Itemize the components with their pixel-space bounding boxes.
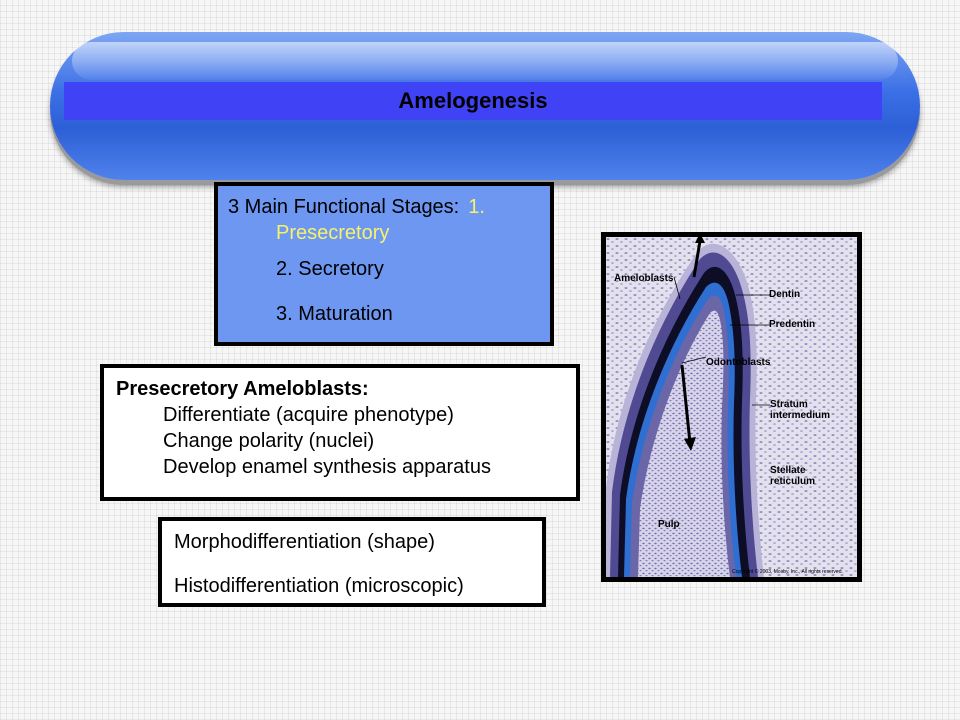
- label-stellate: Stellate: [770, 465, 806, 476]
- micrograph-frame: Ameloblasts Dentin Predentin Odontoblast…: [601, 232, 862, 582]
- histodifferentiation-text: Histodifferentiation (microscopic): [174, 575, 464, 597]
- tooth-germ-micrograph: Ameloblasts Dentin Predentin Odontoblast…: [606, 237, 857, 577]
- differentiation-box: Morphodifferentiation (shape) Histodiffe…: [158, 517, 546, 607]
- label-ameloblasts: Ameloblasts: [614, 273, 674, 284]
- stage-2: 2. Secretory: [276, 258, 384, 280]
- presecretory-item: Develop enamel synthesis apparatus: [163, 456, 491, 478]
- presecretory-heading: Presecretory Ameloblasts:: [116, 378, 369, 400]
- presecretory-ameloblasts-box: Presecretory Ameloblasts: Differentiate …: [100, 364, 580, 501]
- label-pulp: Pulp: [658, 519, 680, 530]
- micrograph-illustration: [606, 237, 857, 577]
- presecretory-item: Change polarity (nuclei): [163, 430, 375, 452]
- label-reticulum: reticulum: [770, 476, 816, 487]
- presecretory-item: Differentiate (acquire phenotype): [163, 404, 454, 426]
- stage-3: 3. Maturation: [276, 303, 393, 325]
- label-dentin: Dentin: [769, 289, 801, 300]
- label-intermedium: intermedium: [770, 410, 831, 421]
- label-stratum: Stratum: [770, 399, 808, 410]
- stages-lead: 3 Main Functional Stages:: [228, 196, 460, 218]
- label-odontoblasts: Odontoblasts: [706, 357, 771, 368]
- slide-title: Amelogenesis: [64, 82, 882, 120]
- label-predentin: Predentin: [769, 319, 816, 330]
- micrograph-copyright: Copyright © 2003, Mosby, Inc., All right…: [732, 569, 843, 575]
- stage-1-number: 1.: [468, 196, 485, 218]
- morphodifferentiation-text: Morphodifferentiation (shape): [174, 531, 435, 553]
- functional-stages-box: 3 Main Functional Stages: 1. Presecretor…: [214, 182, 554, 346]
- stage-1-name: Presecretory: [276, 222, 390, 244]
